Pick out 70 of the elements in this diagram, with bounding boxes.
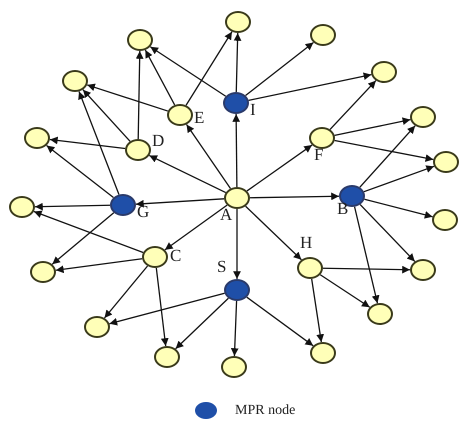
arrow [232, 114, 240, 187]
arrow [245, 206, 302, 260]
node-circle [84, 316, 110, 338]
arrow [364, 165, 434, 192]
node-circle [30, 261, 56, 283]
node-label: G [137, 203, 150, 220]
arrow [50, 136, 126, 150]
node-circle [367, 303, 393, 325]
node-circle [127, 29, 153, 51]
arrow [136, 50, 144, 140]
arrow [320, 274, 370, 308]
arrow [245, 42, 314, 96]
node-label: S [217, 258, 226, 275]
arrow [109, 292, 225, 326]
node-circle [310, 24, 336, 46]
node-circle [371, 61, 397, 83]
node-circle [410, 259, 436, 281]
arrow [334, 140, 434, 162]
node-label: C [170, 247, 182, 264]
arrow [175, 298, 229, 350]
arrow [311, 278, 324, 342]
node-circle [221, 356, 247, 378]
arrow [334, 117, 410, 136]
arrow [52, 212, 114, 265]
arrow [322, 266, 410, 274]
node-circle [9, 196, 35, 218]
arrow [246, 296, 314, 346]
node-circle [410, 106, 436, 128]
arrow [248, 72, 372, 101]
arrow [156, 268, 169, 346]
arrow [78, 91, 120, 195]
arrow [186, 31, 232, 106]
node-circle [433, 151, 459, 173]
arrow [330, 80, 376, 130]
node-label: A [220, 206, 232, 223]
node-label: D [152, 132, 164, 149]
arrow [104, 266, 148, 318]
node-circle [432, 209, 458, 231]
arrow [46, 144, 114, 198]
arrow [34, 210, 144, 254]
node-circle [154, 346, 180, 368]
arrow [364, 198, 433, 219]
arrow [150, 46, 226, 97]
arrow [234, 32, 242, 92]
node-label: F [314, 146, 324, 163]
arrow [246, 144, 312, 192]
arrow [360, 204, 416, 262]
node-label: E [194, 109, 204, 126]
node-circle [310, 342, 336, 364]
node-label: I [250, 101, 256, 118]
arrow [144, 50, 176, 106]
node-circle [62, 70, 88, 92]
arrow [359, 125, 416, 188]
arrow [164, 204, 228, 250]
node-circle [225, 11, 251, 33]
arrow [354, 206, 380, 304]
arrow [86, 84, 168, 112]
arrow [34, 202, 110, 210]
arrow [56, 258, 142, 274]
arrow [230, 300, 239, 356]
node-circle [24, 127, 50, 149]
arrow [233, 209, 241, 279]
arrow [136, 198, 224, 208]
legend-label: MPR node [235, 403, 296, 419]
arrow [250, 192, 340, 200]
node-label: H [300, 234, 312, 251]
arrow [82, 89, 131, 142]
node-label: B [337, 200, 348, 217]
arrow [186, 124, 231, 189]
arrow [149, 154, 226, 194]
